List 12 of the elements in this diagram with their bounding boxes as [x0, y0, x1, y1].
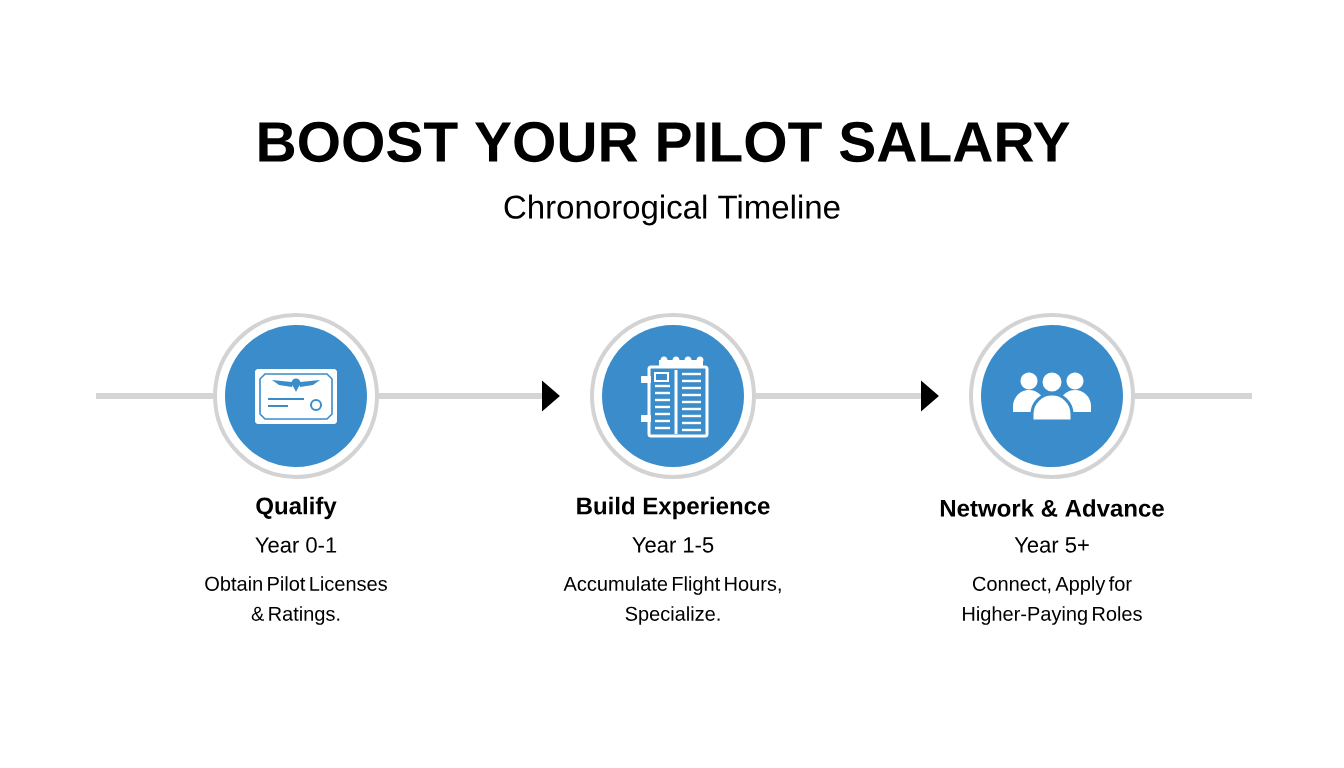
- step-heading: Build Experience: [577, 496, 770, 520]
- step-description: Accumulate Flight Hours, Specialize.: [563, 576, 781, 625]
- step-description: Connect, Apply for Higher-Paying Roles: [963, 576, 1142, 625]
- subtitle: Chronorogical Timeline: [504, 194, 840, 226]
- title: BOOST YOUR PILOT SALARY: [259, 121, 1070, 163]
- connector-line: [96, 393, 213, 399]
- year-label: Year 1-5: [632, 537, 714, 553]
- year-label: Year 5+: [1014, 537, 1089, 553]
- year-label: Year 0-1: [255, 537, 337, 553]
- step-description: Obtain Pilot Licenses & Ratings.: [205, 576, 387, 625]
- step-heading: Qualify: [256, 496, 337, 520]
- step-heading: Network & Advance: [940, 499, 1164, 517]
